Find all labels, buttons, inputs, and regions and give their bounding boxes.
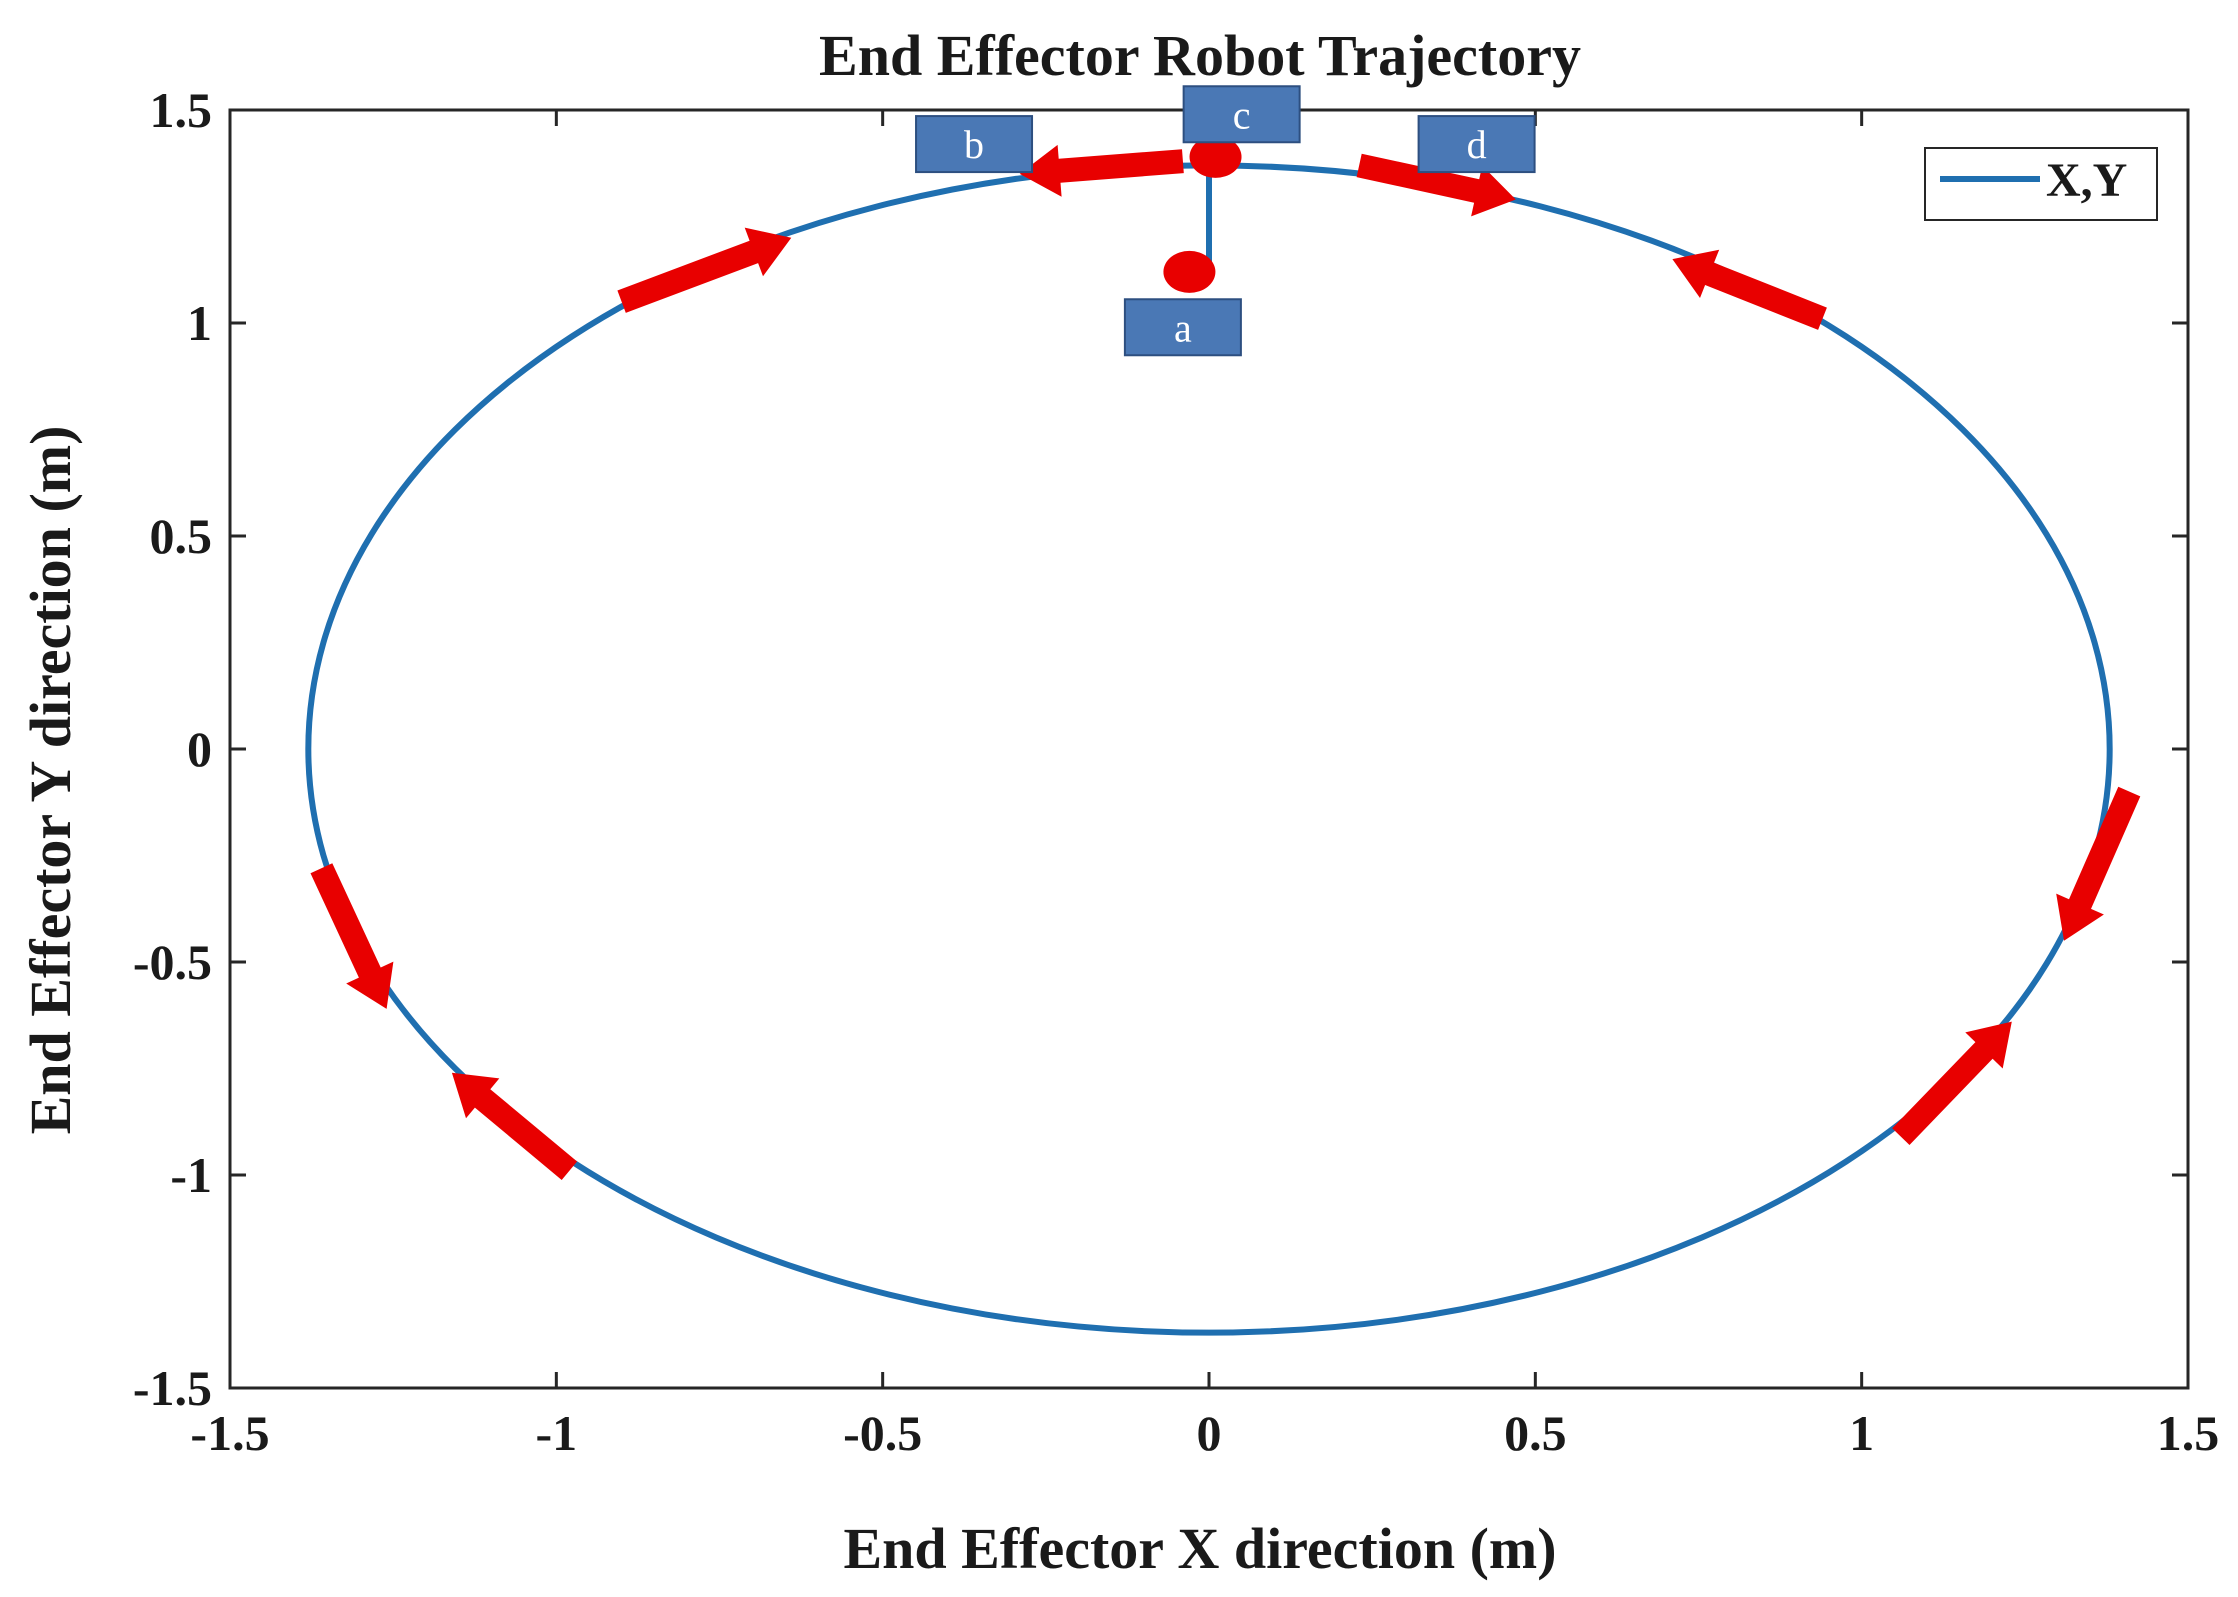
y-tick-label: -1.5 — [133, 1360, 212, 1416]
direction-arrow — [451, 1072, 578, 1180]
direction-arrow — [1672, 249, 1827, 330]
x-tick-label: 0.5 — [1504, 1405, 1567, 1461]
x-tick-label: -1.5 — [190, 1405, 269, 1461]
label-box-text-c: c — [1233, 92, 1251, 137]
y-tick-label: -1 — [170, 1147, 212, 1203]
y-tick-label: 0 — [187, 721, 212, 777]
x-tick-label: -1 — [536, 1405, 578, 1461]
chart-title: End Effector Robot Trajectory — [819, 23, 1581, 88]
annotation-layer: a b c d — [310, 85, 2141, 1180]
x-tick-label: 1 — [1849, 1405, 1874, 1461]
legend: X,Y — [1924, 147, 2158, 221]
direction-arrow — [2056, 786, 2141, 941]
y-tick-label: 0.5 — [150, 508, 213, 564]
label-box-c — [1182, 85, 1301, 144]
label-box-text-b: b — [964, 122, 984, 167]
y-tick-label: 1 — [187, 295, 212, 351]
x-tick-label: 0 — [1197, 1405, 1222, 1461]
waypoint-marker — [1163, 250, 1216, 293]
axis-ticks: -1.5 -1 -0.5 0 0.5 1 1.5 -1.5 -1 -0.5 0 0.5 1 1.5 — [133, 82, 2219, 1461]
label-box-text-a: a — [1174, 305, 1192, 350]
y-axis-label: End Effector Y direction (m) — [18, 426, 83, 1135]
x-axis-label: End Effector X direction (m) — [843, 1516, 1556, 1581]
direction-arrow — [1019, 144, 1184, 197]
waypoint-marker — [1189, 135, 1242, 178]
x-tick-label: 1.5 — [2157, 1405, 2220, 1461]
label-box-a — [1123, 298, 1242, 357]
label-box-d — [1417, 115, 1536, 174]
direction-arrow — [1356, 153, 1516, 217]
direction-arrow — [617, 227, 792, 313]
y-tick-label: 1.5 — [150, 82, 213, 138]
label-box-b — [915, 115, 1034, 174]
x-tick-label: -0.5 — [843, 1405, 922, 1461]
y-tick-label: -0.5 — [133, 934, 212, 990]
direction-arrow — [310, 863, 394, 1009]
label-box-text-d: d — [1467, 122, 1487, 167]
direction-arrow — [1892, 1021, 2012, 1145]
legend-label: X,Y — [2046, 154, 2127, 207]
legend-box — [1924, 147, 2158, 221]
